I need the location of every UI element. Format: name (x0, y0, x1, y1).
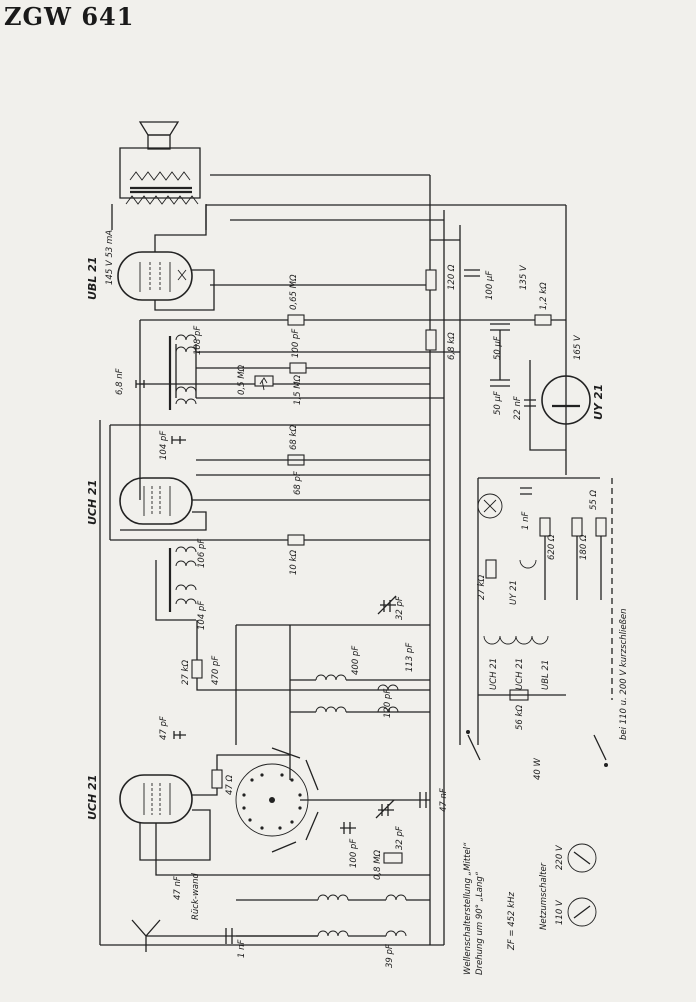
label-v-135: 135 V (519, 264, 529, 290)
resistor-0-65 (287, 314, 305, 326)
label-c-1nf-ant: 1 nF (237, 940, 247, 958)
label-ubl-operating: 145 V 53 mA (105, 230, 115, 285)
label-c-32-b: 32 pF (395, 826, 405, 850)
label-r-0-5: 0,5 MΩ (237, 364, 247, 395)
mains-selector-icon (567, 843, 597, 927)
label-c-470: 470 pF (211, 656, 221, 685)
label-r-10k: 10 kΩ (289, 550, 299, 575)
resistor-55 (595, 517, 607, 537)
label-c-113: 113 pF (405, 643, 415, 672)
heater-uch21-b: UCH 21 (515, 658, 525, 690)
heater-uch21-a: UCH 21 (489, 658, 499, 690)
label-r-68k: 68 kΩ (289, 425, 299, 450)
label-c-50uf-b: 50 µF (493, 391, 503, 415)
tube-label-uy21: UY 21 (592, 384, 605, 420)
pilot-lamp-icon (477, 493, 503, 519)
label-c-104-b: 104 pF (197, 601, 207, 630)
label-sw-40w: 40 W (533, 757, 543, 780)
tube-uch21-low (119, 774, 193, 824)
tube-label-ubl21: UBL 21 (86, 257, 99, 300)
resistor-6-8k (425, 329, 437, 351)
label-r-27k-b: 27 kΩ (477, 575, 487, 600)
label-c-100pf-b: 100 pF (349, 839, 359, 868)
tube-uch21-mid (119, 477, 193, 525)
label-c-100pf-a: 100 pF (291, 329, 301, 358)
label-r-180: 180 Ω (579, 534, 589, 560)
label-c-400: 400 pF (351, 646, 361, 675)
tube-label-uch21-low: UCH 21 (86, 775, 99, 820)
label-r-120: 120 Ω (447, 264, 457, 290)
bus-lines (99, 174, 567, 946)
label-r-55: 55 Ω (589, 489, 599, 510)
label-c-32-a: 32 pF (395, 596, 405, 620)
label-r-47: 47 Ω (225, 774, 235, 795)
label-c-47nf-b: 47 nF (173, 876, 183, 900)
if-transformer-bottom (168, 546, 197, 612)
resistor-1-2k (534, 314, 552, 326)
label-r-0-65: 0,65 MΩ (289, 274, 299, 310)
label-r-56k: 56 kΩ (515, 705, 525, 730)
label-r-1-2k: 1,2 kΩ (539, 282, 549, 310)
potentiometer-0-5 (254, 375, 274, 387)
label-c-106: 106 pF (197, 539, 207, 568)
note-wave-switch-1: Wellenschalterstellung „Mittel“ (463, 842, 473, 975)
resistor-1-5 (289, 362, 307, 374)
note-wave-switch-2: Drehung um 90° „Lang“ (475, 871, 485, 975)
label-c-100uf: 100 µF (485, 271, 495, 300)
resistor-180 (571, 517, 583, 537)
label-c-68: 68 pF (293, 471, 303, 495)
label-c-104-a: 104 pF (159, 431, 169, 460)
heater-uy21: UY 21 (509, 580, 519, 605)
tube-ubl21 (117, 251, 193, 301)
label-c-50uf-a: 50 µF (493, 336, 503, 360)
antenna-icon (131, 919, 318, 952)
label-c-22nf: 22 nF (513, 396, 523, 420)
tube-uy21 (541, 375, 591, 425)
label-c-47nf-a: 47 nF (439, 788, 449, 812)
label-v-220: 220 V (555, 844, 565, 870)
resistor-47 (211, 769, 223, 789)
label-r-620: 620 Ω (547, 534, 557, 560)
label-r-1-5: 1,5 MΩ (293, 374, 303, 405)
resistor-620 (539, 517, 551, 537)
label-c-108: 108 pF (193, 326, 203, 355)
speaker-icon (119, 121, 201, 199)
if-transformer-top (168, 334, 197, 410)
label-v-110: 110 V (555, 899, 565, 925)
heater-ubl21: UBL 21 (541, 660, 551, 690)
label-r-6-8k: 6,8 kΩ (447, 332, 457, 360)
label-ant: Rück-wand (191, 872, 201, 920)
resistor-27k (191, 659, 203, 679)
resistor-120 (425, 269, 437, 291)
label-c-39: 39 pF (385, 944, 395, 968)
label-c-120: 120 pF (383, 689, 393, 718)
label-c-47pf: 47 pF (159, 716, 169, 740)
diagram-title: ZGW 641 (4, 2, 135, 31)
resistor-0-8 (383, 852, 403, 864)
resistor-27k-b (485, 559, 497, 579)
label-r-27k: 27 kΩ (181, 660, 191, 685)
note-mains-switch: Netzumschalter (539, 862, 549, 930)
label-short-note: bei 110 u. 200 V kurzschließen (619, 608, 629, 740)
tube-label-uch21-mid: UCH 21 (86, 480, 99, 525)
signal-lines-upper (109, 319, 566, 540)
label-v-165: 165 V (573, 334, 583, 360)
resistor-10k (287, 534, 305, 546)
note-if-freq: ZF = 452 kHz (507, 892, 517, 951)
label-c-6-8: 6,8 nF (115, 368, 125, 395)
output-transformer (111, 171, 207, 230)
input-coils (236, 894, 430, 937)
label-r-0-8: 0,8 MΩ (373, 849, 383, 880)
label-c-1nf-lamp: 1 nF (521, 512, 531, 530)
